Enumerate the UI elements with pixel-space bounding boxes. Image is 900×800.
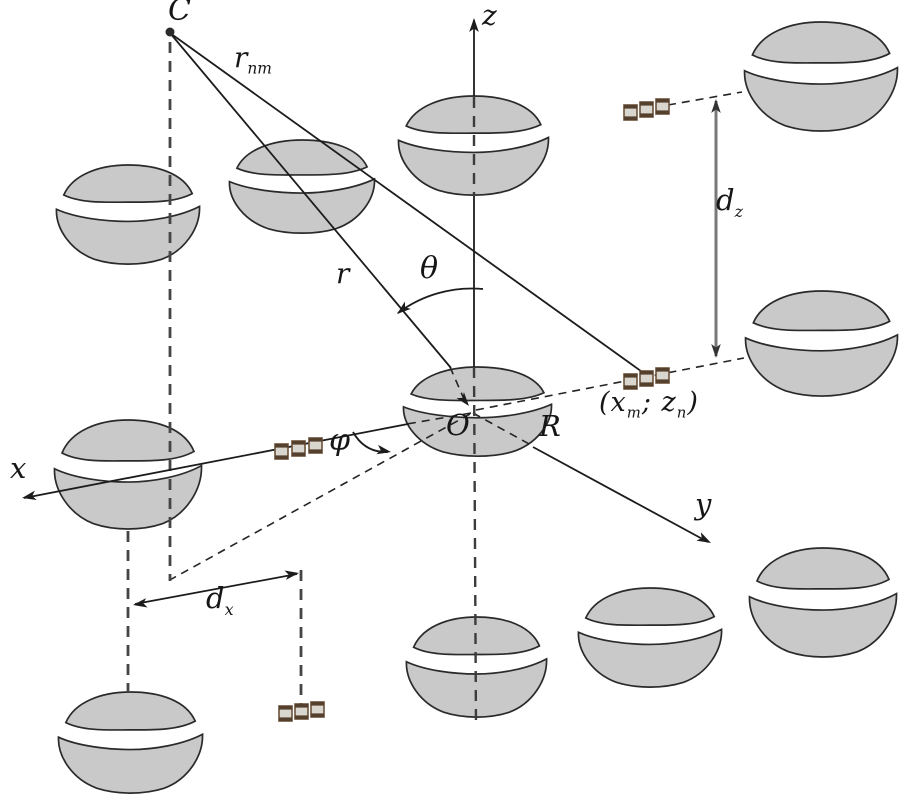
label-d-z: dz	[716, 183, 743, 221]
label-element-coordinates: (xm; zn)	[599, 387, 699, 422]
radius-r-line	[472, 412, 532, 446]
antenna-element-3	[56, 165, 199, 264]
x-axis	[23, 423, 409, 499]
z-axis-arrowhead	[469, 18, 479, 32]
antenna-element-9	[578, 588, 721, 687]
x-axis-arrowhead	[22, 490, 37, 501]
antenna-element-2	[229, 140, 374, 233]
dz-top-arrowhead	[711, 99, 721, 113]
label-origin: O	[446, 408, 470, 442]
label-z-axis: z	[482, 0, 497, 32]
label-radius: R	[539, 409, 561, 443]
dx-right-arrowhead	[284, 570, 299, 580]
antenna-element-10	[406, 617, 546, 717]
dx-left-arrowhead	[133, 598, 148, 608]
antenna-element-8	[749, 548, 896, 657]
label-d-x: dx	[206, 581, 234, 619]
label-x-axis: x	[10, 451, 27, 485]
y-axis-arrowhead	[696, 532, 711, 543]
label-phi: φ	[329, 423, 351, 458]
r-line	[169, 32, 452, 369]
array-markers-top-right	[623, 98, 670, 121]
label-theta: θ	[420, 251, 439, 286]
array-markers-xm-zn	[623, 367, 670, 390]
phi-projection-dashed-line	[167, 413, 471, 582]
antenna-element-6	[745, 22, 898, 131]
array-markers-x-axis	[274, 437, 323, 460]
z-axis-dashed-extension	[472, 366, 478, 728]
phi-arc-arrowhead	[376, 444, 391, 455]
x-axis-hidden-segment	[406, 412, 472, 425]
label-r: r	[336, 257, 350, 290]
point-c-dot	[165, 27, 175, 37]
r-nm-line	[169, 32, 646, 375]
dz-bottom-arrowhead	[711, 344, 721, 358]
antenna-element-7	[746, 291, 898, 396]
antenna-element-11	[58, 692, 202, 793]
label-r-nm: rnm	[234, 41, 272, 78]
theta-angle-arc	[397, 287, 484, 314]
antenna-element-5	[403, 367, 551, 456]
theta-arc-arrowhead	[397, 301, 411, 314]
y-axis	[532, 446, 709, 543]
r-line-arrowhead	[456, 392, 469, 406]
dx-dimension-line	[134, 573, 298, 605]
array-markers-bottom	[278, 701, 325, 722]
antenna-element-4	[54, 420, 201, 529]
element-row-dashed-line-top	[667, 91, 743, 106]
label-y-axis: y	[695, 487, 712, 521]
r-line-hidden-segment	[449, 366, 465, 400]
label-c: C	[168, 0, 191, 28]
antenna-element-1	[399, 96, 549, 195]
element-row-dashed-line	[475, 357, 745, 411]
